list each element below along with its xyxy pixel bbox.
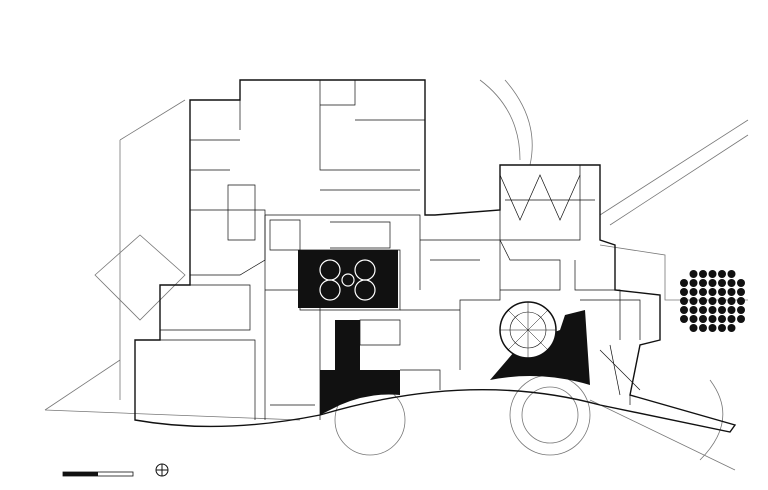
column-dot [680, 279, 688, 287]
column-dot [699, 279, 707, 287]
scale-bar-icon [62, 471, 134, 477]
column-dot [727, 288, 736, 296]
column-dot [699, 324, 707, 332]
column-dot [727, 279, 736, 287]
column-dot [737, 279, 745, 287]
column-dot [689, 306, 698, 314]
column-dot [708, 279, 717, 287]
column-grid-icon [680, 270, 745, 332]
north-arrow-icon [155, 463, 169, 477]
column-dot [680, 306, 688, 314]
column-dot [699, 315, 707, 323]
column-dot [708, 297, 717, 305]
column-dot [699, 297, 707, 305]
column-dot [727, 270, 736, 278]
column-dot [727, 306, 736, 314]
column-dot [727, 297, 736, 305]
column-dot [689, 288, 698, 296]
column-dot [708, 324, 717, 332]
column-dot [689, 297, 698, 305]
column-dot [689, 324, 698, 332]
column-dot [689, 315, 698, 323]
column-dot [718, 324, 726, 332]
column-dot [708, 306, 717, 314]
column-dot [737, 306, 745, 314]
column-dot [737, 297, 745, 305]
column-dot [737, 315, 745, 323]
site-diamond [94, 234, 186, 321]
column-dot [680, 288, 688, 296]
column-dot [718, 270, 726, 278]
column-dot [699, 270, 707, 278]
column-dot [680, 315, 688, 323]
column-dot [737, 288, 745, 296]
building-outline [134, 79, 737, 433]
column-dot [689, 270, 698, 278]
column-dot [699, 306, 707, 314]
column-dot [718, 279, 726, 287]
column-dot [699, 288, 707, 296]
column-dot [680, 297, 688, 305]
column-dot [708, 270, 717, 278]
column-dot [689, 279, 698, 287]
column-dot [708, 315, 717, 323]
dark-zones [298, 250, 590, 415]
column-dot [727, 324, 736, 332]
column-dot [718, 297, 726, 305]
column-dot [718, 288, 726, 296]
column-dot [718, 315, 726, 323]
column-dot [708, 288, 717, 296]
column-dot [718, 306, 726, 314]
courtyard-pattern-icon [298, 250, 398, 308]
column-dot [727, 315, 736, 323]
